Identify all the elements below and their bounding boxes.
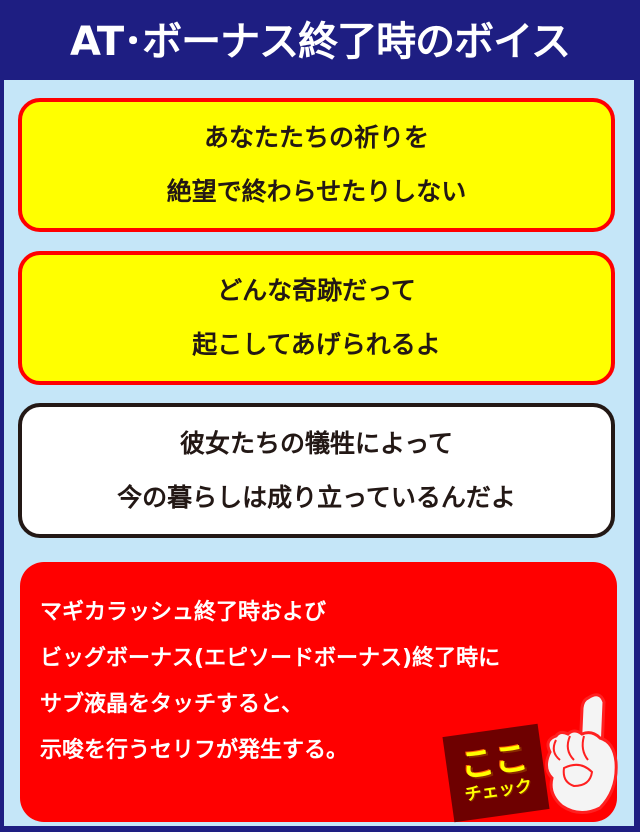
voice-line: 彼女たちの犠牲によって — [179, 428, 453, 458]
voice-line: どんな奇跡だって — [217, 276, 416, 305]
note-line: サブ液晶をタッチすると、 — [40, 692, 304, 717]
voice-line: 起こしてあげられるよ — [192, 330, 441, 359]
page-title: AT･ボーナス終了時のボイス — [70, 19, 571, 65]
note-line: 示唆を行うセリフが発生する。 — [40, 738, 349, 763]
note-line: マギカラッシュ終了時および — [40, 600, 327, 625]
voice-line: あなたたちの祈りを — [203, 123, 429, 152]
header: AT･ボーナス終了時のボイス — [0, 0, 640, 80]
voice-box-1: あなたたちの祈りを 絶望で終わらせたりしない — [18, 98, 615, 232]
note-line: ビッグボーナス(エピソードボーナス)終了時に — [40, 646, 501, 671]
content-panel: あなたたちの祈りを 絶望で終わらせたりしない どんな奇跡だって 起こしてあげられ… — [4, 80, 634, 826]
voice-box-2: どんな奇跡だって 起こしてあげられるよ — [18, 251, 615, 385]
voice-line: 絶望で終わらせたりしない — [166, 177, 467, 206]
voice-box-3: 彼女たちの犠牲によって 今の暮らしは成り立っているんだよ — [18, 403, 615, 538]
pointing-hand-icon — [545, 693, 618, 814]
voice-line: 今の暮らしは成り立っているんだよ — [117, 482, 516, 512]
